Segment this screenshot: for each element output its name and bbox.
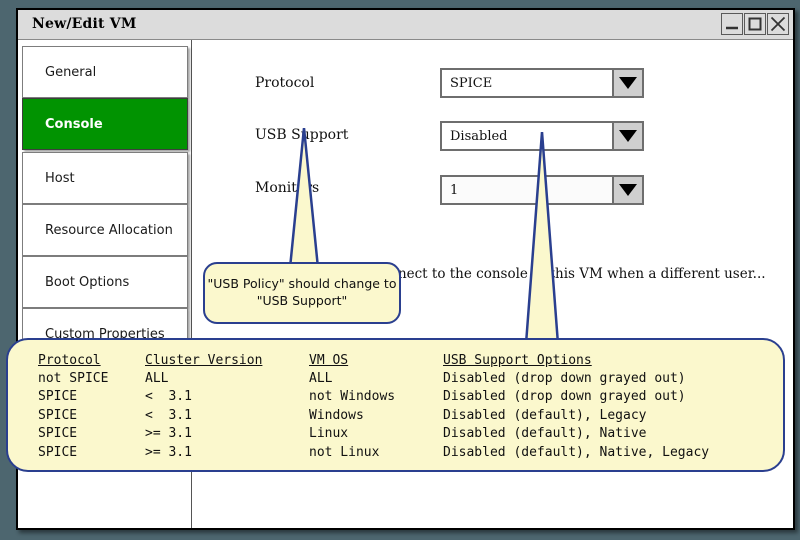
usb-support-value: Disabled [442, 123, 612, 149]
cell-vm-os: not Windows [309, 389, 396, 405]
close-button[interactable] [767, 13, 789, 35]
usb-policy-callout: "USB Policy" should change to "USB Suppo… [203, 262, 401, 324]
cell-vm-os: Windows [309, 407, 364, 423]
cell-usb-options: Disabled (default), Legacy [443, 407, 647, 423]
usb-support-matrix: Protocol Cluster Version VM OS USB Suppo… [38, 353, 709, 462]
cell-vm-os: Linux [309, 426, 349, 442]
cell-cluster-version: < 3.1 [145, 389, 192, 405]
monitors-label: Monitors [255, 180, 320, 196]
monitors-dropdown[interactable]: 1 [440, 175, 644, 205]
table-row: SPICE >= 3.1 not Linux Disabled (default… [38, 444, 709, 462]
cell-protocol: SPICE [38, 389, 78, 405]
cell-usb-options: Disabled (default), Native, Legacy [443, 444, 710, 460]
cell-protocol: SPICE [38, 407, 78, 423]
cell-usb-options: Disabled (default), Native [443, 426, 647, 442]
cell-protocol: not SPICE [38, 371, 109, 386]
chevron-down-icon[interactable] [612, 70, 642, 96]
cell-protocol: SPICE [38, 444, 78, 460]
sidebar-item-label: Console [45, 116, 103, 132]
chevron-down-icon[interactable] [612, 123, 642, 149]
cell-vm-os: not Linux [309, 444, 380, 460]
sidebar-item-resource-allocation[interactable]: Resource Allocation [22, 204, 188, 256]
protocol-dropdown[interactable]: SPICE [440, 68, 644, 98]
cell-cluster-version: ALL [145, 371, 169, 386]
protocol-label: Protocol [255, 75, 315, 91]
column-header-cluster-version: Cluster Version [145, 353, 263, 368]
window-titlebar: New/Edit VM [18, 10, 793, 40]
table-row: SPICE >= 3.1 Linux Disabled (default), N… [38, 425, 709, 443]
usb-support-matrix-callout: Protocol Cluster Version VM OS USB Suppo… [6, 338, 785, 472]
sidebar-item-label: Resource Allocation [45, 222, 173, 238]
window-controls [720, 13, 789, 35]
sidebar-item-label: Host [45, 170, 75, 186]
sidebar-item-label: Boot Options [45, 274, 130, 290]
sidebar-item-boot-options[interactable]: Boot Options [22, 256, 188, 308]
usb-support-dropdown[interactable]: Disabled [440, 121, 644, 151]
cell-vm-os: ALL [309, 371, 333, 386]
sidebar-item-label: General [45, 64, 97, 80]
protocol-value: SPICE [442, 70, 612, 96]
usb-policy-callout-text: "USB Policy" should change to "USB Suppo… [207, 276, 397, 308]
chevron-down-icon[interactable] [612, 177, 642, 203]
table-row: SPICE < 3.1 not Windows Disabled (drop d… [38, 388, 709, 406]
sidebar-item-label: Custom Properties [45, 326, 165, 342]
usb-support-label: USB Support [255, 127, 349, 143]
column-header-vm-os: VM OS [309, 353, 349, 368]
sidebar-item-console[interactable]: Console [22, 98, 188, 150]
cell-protocol: SPICE [38, 426, 78, 442]
cell-cluster-version: < 3.1 [145, 407, 192, 423]
minimize-button[interactable] [721, 13, 743, 35]
table-row: not SPICE ALL ALL Disabled (drop down gr… [38, 370, 709, 388]
monitors-value: 1 [442, 177, 612, 203]
cell-usb-options: Disabled (drop down grayed out) [443, 389, 686, 405]
cell-usb-options: Disabled (drop down grayed out) [443, 371, 686, 386]
sidebar-item-general[interactable]: General [22, 46, 188, 98]
maximize-button[interactable] [744, 13, 766, 35]
table-header-row: Protocol Cluster Version VM OS USB Suppo… [38, 353, 709, 370]
table-row: SPICE < 3.1 Windows Disabled (default), … [38, 407, 709, 425]
cell-cluster-version: >= 3.1 [145, 426, 192, 442]
column-header-usb-options: USB Support Options [443, 353, 592, 368]
cell-cluster-version: >= 3.1 [145, 444, 192, 460]
column-header-protocol: Protocol [38, 353, 101, 368]
window-title: New/Edit VM [32, 16, 137, 32]
sidebar-item-host[interactable]: Host [22, 152, 188, 204]
